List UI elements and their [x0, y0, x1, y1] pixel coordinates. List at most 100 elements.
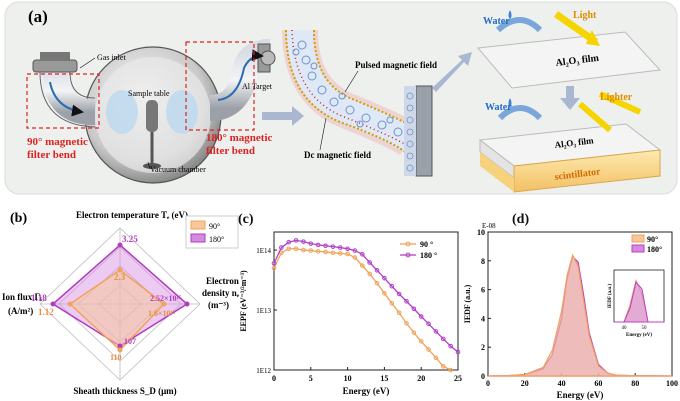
value-180-flux: 1.18	[31, 293, 47, 303]
data-point	[323, 249, 328, 255]
inset-y-label: IEDF (a.u.)	[608, 284, 613, 308]
data-point	[418, 339, 424, 344]
data-point	[279, 245, 284, 250]
data-point	[418, 314, 424, 319]
data-point	[396, 310, 402, 316]
data-point	[330, 250, 336, 256]
data-point	[404, 321, 409, 326]
vacuum-chamber	[84, 46, 222, 184]
value-90-sd: 110	[110, 353, 122, 362]
axis-electron-density-1: Electron	[206, 276, 239, 286]
radar-point-180-sd	[117, 343, 123, 349]
bend-180-box	[185, 41, 255, 131]
x-tick-label: 40	[558, 379, 566, 388]
data-point	[440, 336, 446, 342]
x-tick-label: 25	[454, 374, 462, 383]
axis-electron-density-2: density nₑ	[202, 288, 240, 298]
data-point	[382, 275, 387, 281]
dc-field-label: Dc magnetic field	[304, 150, 371, 160]
series-area-0	[487, 253, 673, 377]
legend-label: 180 °	[420, 251, 437, 260]
film-2-label: Al₂O₃ film	[554, 135, 595, 150]
y-tick-label: 0	[481, 372, 485, 381]
x-tick-label: 60	[594, 379, 602, 388]
vacuum-chamber-label: Vacuum chamber	[150, 165, 206, 174]
data-point	[330, 244, 336, 249]
data-point	[374, 280, 380, 286]
data-point	[440, 364, 446, 369]
data-point	[308, 248, 314, 253]
data-point	[352, 248, 358, 253]
panel-d-label: (d)	[512, 212, 530, 227]
film-1-illustration	[477, 10, 662, 89]
data-point	[293, 238, 299, 243]
data-point	[345, 251, 350, 257]
data-point	[411, 330, 417, 335]
value-90-te: 2.3	[114, 272, 126, 282]
magnetic-field-schematic	[282, 29, 433, 177]
bend-180-label-1: 180° magnetic	[206, 132, 273, 144]
al-target-label: Al Target	[242, 82, 273, 91]
data-point	[315, 249, 321, 254]
y-tick-label: 4	[481, 314, 485, 323]
data-point	[448, 367, 453, 373]
inset-area-1	[614, 281, 664, 323]
data-point	[389, 300, 395, 306]
radar-point-90-sd	[117, 347, 123, 353]
bend-90-label-2: filter bend	[27, 149, 76, 161]
data-point	[301, 247, 306, 253]
legend-swatch	[631, 234, 645, 243]
bend-180-assembly	[185, 39, 276, 131]
x-tick-label: 20	[417, 374, 425, 383]
film-2-illustration	[478, 91, 662, 193]
radar-legend: 90° 180°	[185, 215, 239, 249]
panel-a-label: (a)	[28, 7, 48, 26]
data-point	[323, 243, 328, 249]
x-tick-label: 20	[521, 379, 529, 388]
x-tick-label: 80	[631, 379, 639, 388]
data-point	[286, 246, 292, 252]
data-point	[396, 291, 402, 297]
data-point	[337, 251, 343, 256]
data-point	[382, 291, 387, 296]
data-point	[337, 245, 343, 250]
radar-point-90-ne	[161, 301, 167, 307]
film-1-label: Al₂O₃ film	[555, 53, 600, 69]
data-point	[411, 306, 417, 312]
sample-table-label: Sample table	[128, 89, 170, 98]
x-axis-label: Energy (eV)	[557, 390, 604, 400]
pulsed-field-label: Pulsed magnetic field	[355, 60, 437, 70]
y-tick-label: 8	[481, 257, 485, 266]
plot-frame	[273, 231, 459, 371]
y-tick-label: 1E12	[256, 367, 271, 375]
flow-arrow-3	[560, 86, 580, 110]
radar-point-180-flux	[50, 301, 56, 307]
x-tick-label: 0	[486, 379, 490, 388]
series-line-0	[273, 248, 451, 371]
value-90-flux: 1.12	[38, 307, 54, 317]
data-point	[286, 239, 292, 245]
data-point	[433, 329, 439, 334]
data-point	[389, 283, 395, 289]
data-point	[360, 251, 365, 257]
legend-180: 180°	[209, 235, 224, 244]
legend-label: 90°	[647, 235, 658, 244]
data-point	[448, 343, 453, 349]
flow-arrow-2	[432, 52, 472, 92]
y-axis-label: IEDF (a.u.)	[464, 284, 472, 323]
value-90-ne: 1.6×10¹⁵	[148, 309, 176, 318]
data-point	[367, 271, 372, 277]
data-point	[345, 246, 350, 252]
gas-inlet-label: Gas inlet	[97, 53, 126, 62]
panel-c-label: (c)	[238, 212, 254, 227]
y-tick-label: 2	[481, 343, 485, 352]
data-point	[367, 260, 372, 265]
x-tick-label: 10	[344, 374, 352, 383]
axis-electron-density-3: (m⁻³)	[208, 300, 229, 310]
data-point	[360, 263, 365, 268]
value-180-sd: 107	[124, 337, 136, 346]
legend-marker	[405, 241, 411, 247]
light-1-label: Light	[573, 10, 597, 21]
value-180-ne: 2.52×10¹⁵	[150, 294, 182, 303]
